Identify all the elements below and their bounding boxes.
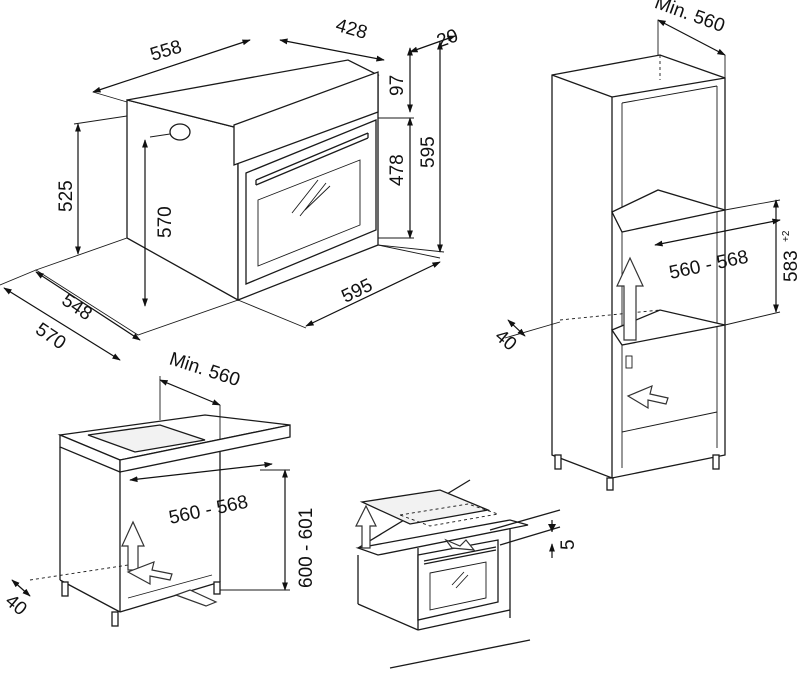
dim-line-base-min bbox=[159, 379, 221, 406]
cabinet-foot bbox=[606, 477, 614, 491]
cabinet-inner bbox=[127, 574, 213, 599]
ext-line bbox=[0, 269, 37, 286]
oven-side-panel bbox=[126, 99, 239, 302]
cabinet-foot bbox=[712, 454, 720, 470]
dim-arrow bbox=[548, 524, 556, 532]
cabinet-dashed bbox=[29, 564, 129, 581]
dim-line-428 bbox=[279, 38, 385, 62]
dim-line-tall-width bbox=[654, 218, 781, 247]
dim-tall-niche-tolerance: +2 bbox=[781, 230, 792, 242]
dim-570-depth: 570 bbox=[31, 319, 69, 354]
ext-line bbox=[237, 299, 307, 329]
cabinet-foot bbox=[213, 581, 221, 595]
worktop-line bbox=[489, 509, 561, 531]
airflow-up-arrow bbox=[121, 520, 145, 571]
airflow-vent bbox=[174, 589, 218, 607]
airflow-in-arrow bbox=[626, 384, 669, 410]
ext-line bbox=[724, 199, 781, 211]
cable-line bbox=[149, 133, 171, 138]
dim-478: 478 bbox=[387, 154, 408, 186]
hob-cutout bbox=[87, 424, 206, 453]
cabinet-edge bbox=[119, 581, 221, 613]
oven-control-panel bbox=[233, 71, 379, 166]
cabinet-foot bbox=[554, 454, 562, 470]
dim-548: 548 bbox=[58, 290, 96, 325]
dim-595-front: 595 bbox=[338, 275, 376, 308]
ext-line bbox=[377, 244, 445, 253]
cabinet-foot bbox=[111, 611, 119, 627]
dim-tall-min-depth: Min. 560 bbox=[652, 0, 728, 37]
dim-base-niche-width: 560 - 568 bbox=[167, 492, 250, 529]
dim-525: 525 bbox=[56, 180, 77, 212]
oven-window bbox=[257, 159, 361, 267]
airflow-icon bbox=[625, 355, 633, 369]
airflow-up-arrow bbox=[355, 504, 377, 549]
cabinet-bottom bbox=[621, 411, 718, 433]
hob-cutout bbox=[398, 503, 499, 527]
dim-line-570-depth bbox=[3, 287, 121, 361]
airflow-out-arrow bbox=[444, 538, 476, 551]
floor-line bbox=[389, 639, 531, 669]
cable-hole bbox=[169, 123, 191, 141]
cabinet-edge bbox=[551, 74, 613, 98]
tall-cabinet-drawing: Min. 560 560 - 568 583 +2 40 bbox=[491, 0, 802, 491]
dim-558: 558 bbox=[148, 36, 184, 65]
ext-line bbox=[724, 311, 781, 326]
airflow-in-arrow bbox=[126, 561, 173, 586]
oven-drawing: 558 428 20 97 478 595 525 570 548 570 bbox=[0, 15, 461, 361]
ext-line bbox=[377, 244, 441, 259]
window-glare bbox=[291, 179, 331, 217]
dim-hob-gap: 5 bbox=[558, 539, 579, 550]
oven-window bbox=[429, 561, 487, 611]
housing-edge bbox=[357, 603, 419, 631]
base-cabinet-drawing: Min. 560 560 - 568 600 - 601 40 bbox=[1, 349, 317, 627]
cabinet-edge bbox=[611, 77, 726, 98]
oven-handle bbox=[423, 546, 497, 565]
dim-595-vertical: 595 bbox=[418, 136, 439, 168]
dim-line-base-40 bbox=[11, 579, 31, 597]
window-glare bbox=[451, 571, 469, 589]
cabinet-dashed bbox=[559, 309, 661, 321]
hob-oven-drawing: 5 bbox=[355, 479, 579, 669]
dim-20: 20 bbox=[434, 25, 461, 52]
dim-base-min-depth: Min. 560 bbox=[167, 349, 243, 391]
cabinet-inner bbox=[621, 85, 718, 104]
ext-line bbox=[73, 115, 128, 125]
hob bbox=[359, 489, 491, 525]
oven-handle bbox=[255, 132, 369, 186]
dim-tall-niche-height: 583 bbox=[781, 250, 802, 282]
dim-tall-rear-gap: 40 bbox=[491, 326, 521, 356]
dim-line-tall-min bbox=[657, 19, 726, 56]
cabinet-edge bbox=[59, 579, 121, 613]
dim-base-niche-height: 600 - 601 bbox=[296, 508, 317, 588]
housing-edge bbox=[417, 609, 511, 631]
dim-570-inner: 570 bbox=[155, 206, 176, 238]
dim-base-rear-gap: 40 bbox=[1, 590, 31, 620]
airflow-up-arrow bbox=[616, 256, 644, 341]
dim-line-558 bbox=[92, 39, 251, 93]
dim-428: 428 bbox=[333, 15, 369, 44]
cabinet-foot bbox=[61, 581, 69, 597]
dim-line-595-front bbox=[305, 261, 441, 327]
worktop bbox=[355, 519, 529, 556]
dim-line-base-width bbox=[129, 461, 273, 483]
dim-97: 97 bbox=[387, 75, 408, 96]
dim-line-20 bbox=[409, 35, 456, 53]
ext-line bbox=[504, 321, 561, 339]
worktop-front bbox=[119, 424, 291, 473]
ext-line bbox=[92, 91, 128, 103]
